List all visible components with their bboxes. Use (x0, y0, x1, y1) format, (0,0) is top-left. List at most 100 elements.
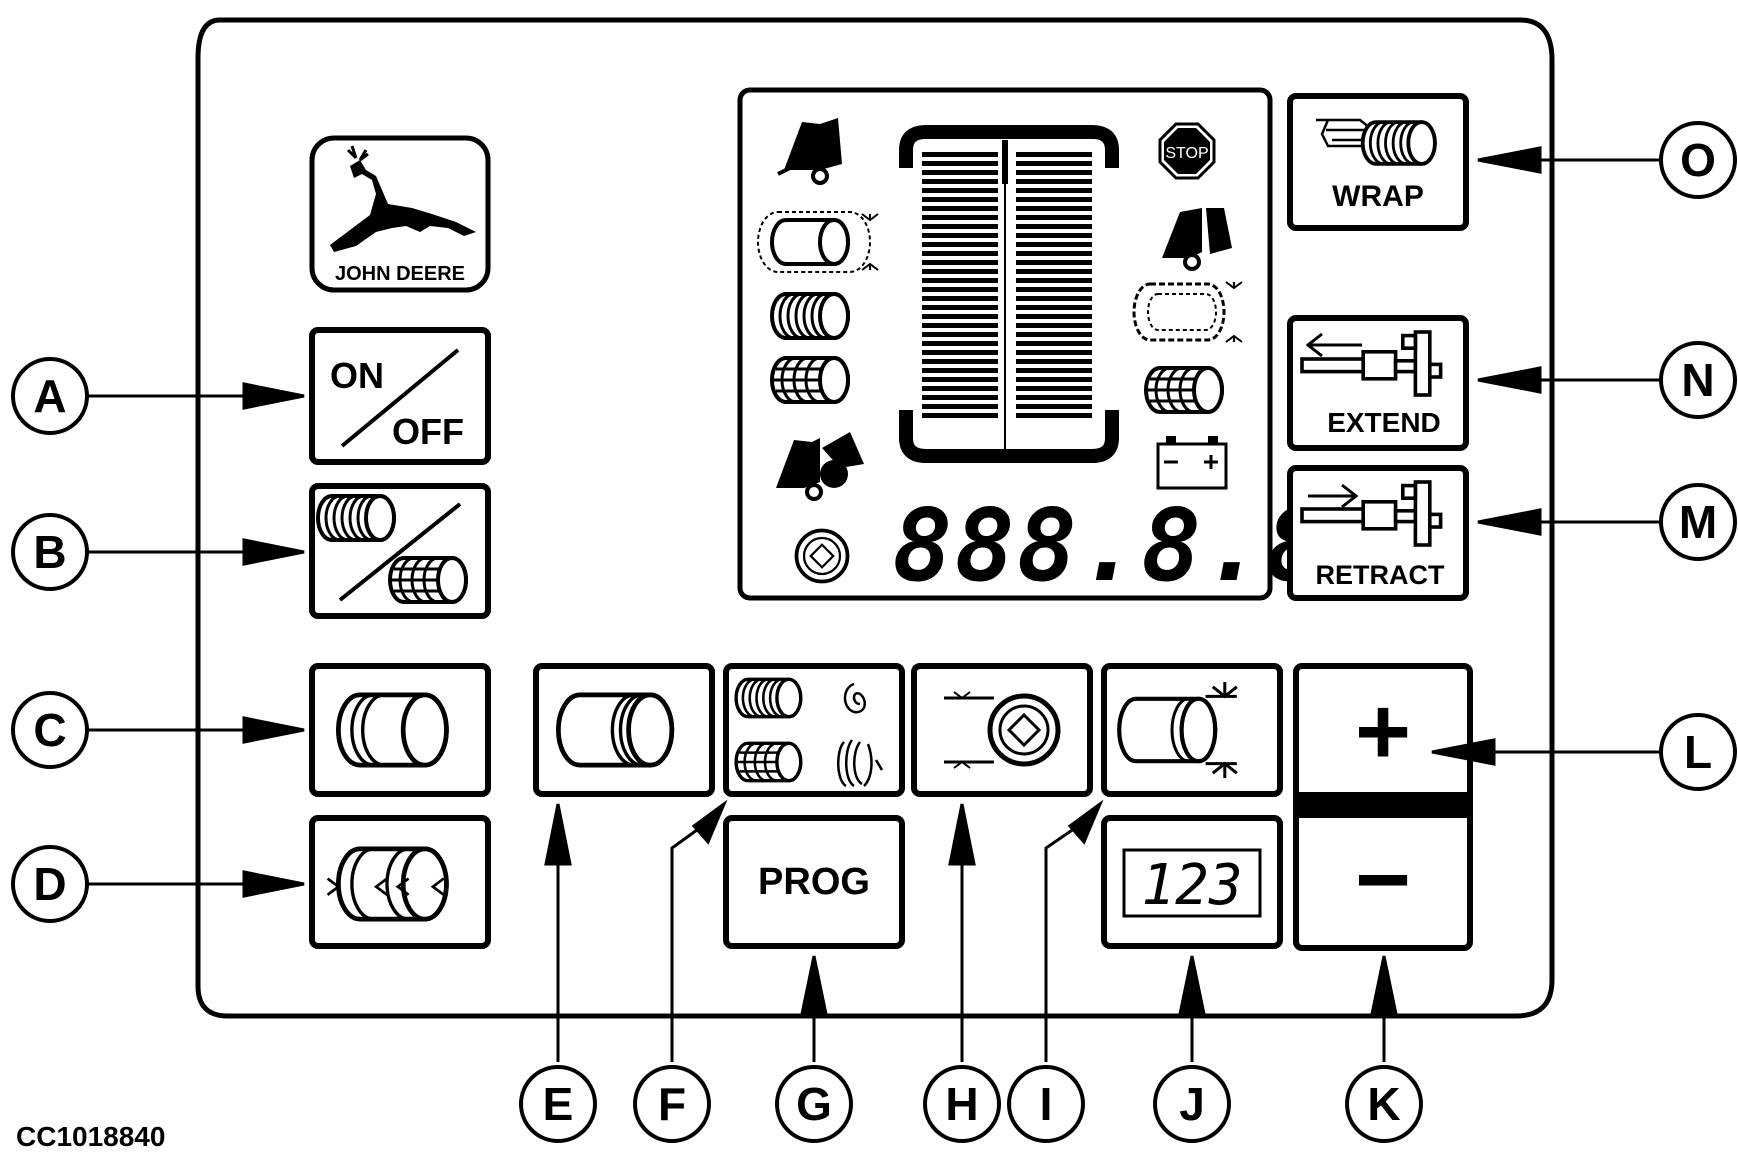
bale-button[interactable] (533, 663, 715, 797)
battery-icon (1156, 436, 1228, 490)
bargraph-segment (1016, 287, 1092, 292)
bargraph-segment (1016, 278, 1092, 283)
bargraph-segment (1016, 269, 1092, 274)
plus-label[interactable]: + (1355, 678, 1411, 785)
twine-bale-icon (388, 556, 468, 604)
callout-letter: K (1367, 1078, 1400, 1130)
bargraph-segment (922, 350, 998, 355)
bargraph-segment (1016, 413, 1092, 418)
bargraph-segment (1016, 368, 1092, 373)
extend-label: EXTEND (1327, 407, 1441, 438)
bargraph-segment (922, 224, 998, 229)
bargraph-segment (922, 413, 998, 418)
bale-counter-button[interactable]: 123 (1101, 815, 1283, 949)
wrap-button[interactable]: WRAP (1287, 93, 1469, 231)
callout-j: J (1153, 1065, 1231, 1143)
callout-letter: O (1680, 134, 1716, 186)
callout-letter: J (1179, 1078, 1205, 1130)
twine-turns-icon (734, 741, 803, 783)
bale-e-icon (556, 692, 675, 768)
baler-eject-icon (776, 432, 864, 501)
bargraph-segment (1016, 323, 1092, 328)
bargraph-segment (922, 323, 998, 328)
deer-logo-icon (330, 145, 476, 252)
bargraph-segment (922, 404, 998, 409)
bargraph-segment (1016, 170, 1092, 175)
hand-icon (1316, 118, 1371, 148)
callout-letter: F (658, 1078, 686, 1130)
bargraph-segment (1016, 260, 1092, 265)
bargraph-segment (1016, 161, 1092, 166)
brand-name: JOHN DEERE (335, 263, 465, 285)
bargraph-segment (1016, 377, 1092, 382)
on-off-button[interactable]: ON OFF (309, 327, 491, 465)
bargraph-segment (1016, 206, 1092, 211)
bargraph-segment (1016, 341, 1092, 346)
callout-g: G (775, 1065, 853, 1143)
callout-n: N (1659, 341, 1737, 419)
bargraph-segment (922, 161, 998, 166)
callout-a: A (11, 357, 89, 435)
net-bale-display-icon (770, 292, 850, 340)
bargraph-segment (922, 197, 998, 202)
callout-d: D (11, 845, 89, 923)
multi-spiral-icon (837, 739, 884, 788)
bargraph-segment (922, 188, 998, 193)
bargraph-segment (1016, 215, 1092, 220)
callout-h: H (923, 1065, 1001, 1143)
bargraph-segment (922, 305, 998, 310)
knife-button[interactable] (911, 663, 1093, 797)
bargraph-segment (1016, 251, 1092, 256)
stop-label: STOP (1165, 145, 1208, 162)
bale-shape-bargraph (899, 125, 1119, 463)
callout-letter: D (33, 858, 66, 910)
counter-digits: 123 (1141, 853, 1242, 918)
bargraph-segment (922, 170, 998, 175)
john-deere-logo: JOHN DEERE (309, 135, 491, 293)
bale-shape-button[interactable] (309, 815, 491, 949)
prog-label: PROG (758, 861, 870, 903)
bale-eject-button[interactable] (1101, 663, 1283, 797)
extend-button[interactable]: EXTEND (1287, 315, 1469, 451)
figure-id: CC1018840 (16, 1121, 165, 1152)
bargraph-segment (922, 206, 998, 211)
bargraph-segment (1016, 314, 1092, 319)
net-twine-toggle-button[interactable] (309, 483, 491, 619)
bargraph-segment (1016, 395, 1092, 400)
callout-b: B (11, 513, 89, 591)
bargraph-segment (1016, 350, 1092, 355)
bargraph-segment (1016, 233, 1092, 238)
bargraph-segment (922, 332, 998, 337)
baler-open-icon (1162, 208, 1232, 271)
bargraph-segment (1016, 242, 1092, 247)
wrap-turns-button[interactable] (723, 663, 905, 797)
bargraph-segment (1016, 332, 1092, 337)
callout-l: L (1659, 713, 1737, 791)
plus-minus-key[interactable]: + − (1293, 663, 1473, 951)
callout-i: I (1007, 1065, 1085, 1143)
bargraph-segment (922, 251, 998, 256)
callout-e: E (519, 1065, 597, 1143)
bargraph-segment (922, 386, 998, 391)
bale-size-button[interactable] (309, 663, 491, 797)
retract-button[interactable]: RETRACT (1287, 465, 1469, 601)
bargraph-segment (922, 395, 998, 400)
left-arrow-icon (1305, 332, 1362, 358)
bargraph-segment (1016, 197, 1092, 202)
stop-sign-icon: STOP (1158, 122, 1216, 180)
minus-label[interactable]: − (1355, 826, 1411, 933)
bale-dashed-right-icon (1132, 281, 1243, 343)
bale-eject-icon (1117, 681, 1238, 779)
callout-letter: M (1679, 496, 1717, 548)
prog-button[interactable]: PROG (723, 815, 905, 949)
lcd-display: STOP 888.8.8 (737, 87, 1326, 604)
bargraph-segment (922, 233, 998, 238)
callout-letter: C (33, 704, 66, 756)
callout-letter: L (1684, 726, 1712, 778)
bargraph-segment (922, 260, 998, 265)
wrap-bale-icon (1360, 120, 1437, 166)
knife-display-icon (794, 528, 850, 584)
bargraph-segment (922, 314, 998, 319)
bargraph-segment (922, 179, 998, 184)
